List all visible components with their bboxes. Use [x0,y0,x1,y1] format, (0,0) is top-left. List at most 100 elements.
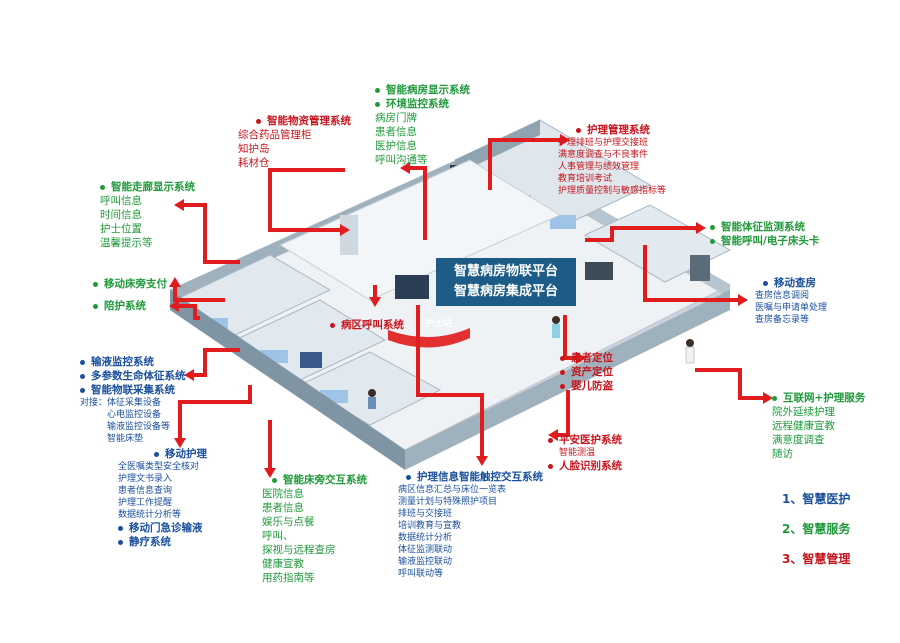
corridor-partition [340,215,358,255]
bullet-icon [548,463,553,469]
yidong-huli-block: 移动护理 全医嘱类型安全核对 护理文书录入 患者信息查询 护理工作提醒 数据统计… [118,447,207,549]
chuangpang-item: 健康宣教 [262,558,304,570]
nurse-terminal [585,262,613,280]
chukong-item: 测量计划与特殊照护项目 [398,497,498,507]
platform-line-2: 智慧病房集成平台 [453,284,558,299]
arrow-chafang [643,245,740,302]
peihu-block: 陪护系统 [93,299,146,313]
legend-item-3: 3、智慧管理 [782,552,851,566]
arrowheads [169,134,773,478]
wuzi-item: 知护岛 [238,143,270,155]
arrow-wuzi [268,168,345,232]
dingwei-item-1: 患者定位 [560,351,613,365]
person-patient [368,389,376,397]
bullet-icon [763,280,768,286]
chafang-item: 查房备忘录等 [755,315,810,325]
arrow-chukong [416,305,484,458]
chuangpang-item: 用药指南等 [262,572,315,584]
zoulang-title: 智能走廊显示系统 [100,180,195,194]
pingan-extra: 人脸识别系统 [548,459,622,473]
bullet-icon [330,322,335,328]
yidong-huli-item: 护理文书录入 [118,474,173,484]
shuye-title-3: 智能物联采集系统 [80,383,186,397]
platform-line-1: 智慧病房物联平台 [453,264,558,279]
arrow-dingwei [563,315,578,360]
bullet-icon [375,101,380,107]
shuye-item: 对接：体征采集设备 [80,398,162,408]
hulianwang-item: 远程健康宣教 [772,420,835,432]
pingan-item: 智能测温 [559,448,596,458]
chafang-block: 移动查房 查房信息调阅 医嘱与申请单处理 查房备忘录等 [755,276,827,326]
arrow-hulianwang [695,368,765,400]
chuangpang-title: 智能床旁交互系统 [272,473,367,487]
ward-call-title: 病区呼叫系统 [330,318,404,332]
bullet-icon [560,383,565,389]
dingwei-item-2: 资产定位 [560,365,613,379]
peihu-title: 陪护系统 [93,299,146,313]
zoulang-item: 护士位置 [100,223,142,235]
shuye-item: 输液监控设备等 [107,422,171,432]
hulianwang-item: 随访 [772,448,793,460]
touch-screen-panel [395,275,429,299]
corridor [278,159,562,301]
hulianwang-block: 互联网+护理服务 院外延续护理 远程健康宣教 满意度调查 随访 [772,391,865,461]
bingfang-item: 呼叫沟通等 [375,154,428,166]
bullet-icon [80,387,85,393]
pingan-block: 平安医护系统 智能测温 人脸识别系统 [548,433,622,473]
yidong-huli-title: 移动护理 [154,447,207,461]
pingan-title: 平安医护系统 [548,433,622,447]
chuangpang-item: 呼叫、 [262,530,294,542]
yidong-huli-item: 护理工作提醒 [118,498,173,508]
chukong-item: 培训教育与宣教 [398,521,462,531]
bullet-icon [548,437,553,443]
bullet-icon [118,539,123,545]
yidong-huli-item: 数据统计分析等 [118,510,182,520]
bullet-icon [375,87,380,93]
huli-mgmt-item: 人事管理与绩效管理 [558,162,640,172]
bullet-icon [93,303,98,309]
legend-item-1: 1、智慧医护 [782,492,851,506]
chukong-item: 体征监测联动 [398,545,453,555]
huli-mgmt-item: 教育培训考试 [558,174,613,184]
arrow-pingan [555,390,570,437]
yidong-huli-item: 患者信息查询 [118,486,173,496]
tizheng-title-2: 智能呼叫/电子床头卡 [710,234,819,248]
bullet-icon [576,127,581,133]
ward-call-block: 病区呼叫系统 [330,318,404,332]
shuye-item: 智能床垫 [107,434,144,444]
arrow-bingfang [405,166,427,240]
dingwei-item-3: 婴儿防盗 [560,379,613,393]
yidong-huli-item: 全医嘱类型安全核对 [118,462,200,472]
arrows [173,138,765,470]
hulianwang-title: 互联网+护理服务 [772,391,865,405]
chafang-item: 查房信息调阅 [755,291,810,301]
chuangpang-item: 患者信息 [262,502,304,514]
hulianwang-item: 院外延续护理 [772,406,835,418]
chafang-title: 移动查房 [763,276,827,290]
zoulang-item: 温馨提示等 [100,237,153,249]
bullet-icon [406,474,411,480]
bullet-icon [772,395,777,401]
shuye-block: 输液监控系统 多参数生命体征系统 智能物联采集系统 对接：体征采集设备 心电监控… [80,355,186,445]
bed-top-2 [550,215,576,229]
zhifu-title: 移动床旁支付 [93,277,167,291]
yidong-huli-extra-1: 移动门急诊输液 [118,521,207,535]
chuangpang-item: 娱乐与点餐 [262,516,315,528]
bingfang-item: 医护信息 [375,140,417,152]
bullet-icon [100,184,105,190]
chukong-item: 呼叫联动等 [398,569,444,579]
chafang-item: 医嘱与申请单处理 [755,303,828,313]
person-nurse [552,316,560,324]
person-visitor [686,339,694,347]
room-top-wall [455,120,540,175]
bullet-icon [154,451,159,457]
bullet-icon [560,369,565,375]
nurse-station-label: 护士站 [425,319,453,329]
zoulang-item: 呼叫信息 [100,195,142,207]
wuzi-block: 智能物资管理系统 综合药品管理柜 知护岛 耗材仓 [238,114,351,170]
huli-mgmt-title: 护理管理系统 [576,123,666,137]
kiosk-right [690,255,710,281]
huli-mgmt-item: 满意度调查与不良事件 [558,150,649,160]
arrow-huli-mgmt [488,138,563,190]
shuye-title-2: 多参数生命体征系统 [80,369,186,383]
